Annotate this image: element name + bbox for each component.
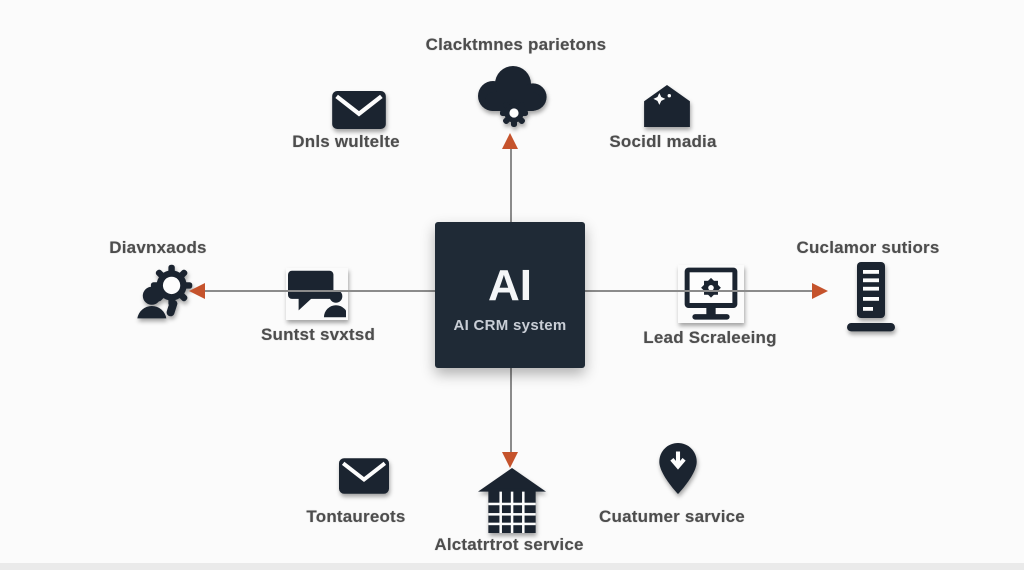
label-top-node: Clacktmnes parietons: [425, 35, 607, 54]
open-envelope-sparkle-icon: [644, 85, 690, 127]
mail-envelope-icon: [331, 91, 387, 129]
map-pin-arrow-icon: [659, 443, 697, 494]
gear-person-icon: [133, 258, 197, 326]
label-top-left-node: Dnls wultelte: [292, 132, 400, 151]
connector-right: [585, 290, 814, 292]
cloud-sync-icon: [467, 62, 559, 130]
arrowhead-up-icon: [502, 133, 518, 149]
monitor-gear-icon: [678, 265, 744, 323]
label-right-node: Cuclamor sutiors: [796, 238, 940, 257]
connector-bottom: [510, 368, 512, 454]
label-bottom-right-node: Cuatumer sarvice: [599, 507, 745, 526]
center-title: AI: [488, 261, 532, 310]
server-tower-icon: [847, 262, 895, 332]
chat-person-icon: [286, 268, 348, 320]
label-mid-right-node: Lead Scraleeing: [643, 328, 777, 347]
mail-envelope-icon: [339, 458, 389, 494]
label-bottom-left-node: Tontaureots: [306, 507, 406, 526]
arrowhead-left-icon: [189, 283, 205, 299]
connector-top: [510, 147, 512, 223]
label-bottom-center-node: Alctatrtrot service: [434, 535, 584, 554]
bottom-edge-strip: [0, 563, 1024, 570]
arrowhead-right-icon: [812, 283, 828, 299]
label-top-right-node: Socidl madia: [609, 132, 717, 151]
connector-left: [203, 290, 435, 292]
ai-crm-center-box: AI AI CRM system: [435, 222, 585, 368]
building-grid-icon: [478, 466, 546, 535]
center-subtitle: AI CRM system: [453, 317, 567, 334]
arrowhead-down-icon: [502, 452, 518, 468]
label-mid-left-node: Suntst svxtsd: [260, 325, 376, 344]
label-left-node: Diavnxaods: [109, 238, 207, 257]
